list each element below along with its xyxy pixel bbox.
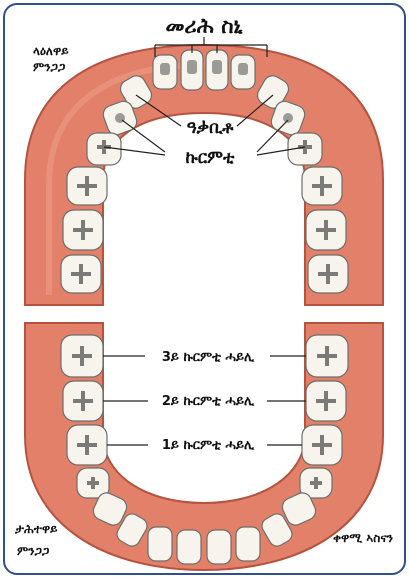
label-lower-jaw-1: ታሕተዋይ <box>15 522 58 536</box>
diagram-frame: መሪሕ ስኒ ላዕለዋይ ምንጋጋ ዓቃቢቶ ኩርምቲ 3ይ ኩርምቲ ሓይሊ … <box>3 3 406 575</box>
tooth <box>177 530 201 564</box>
label-upper-jaw-2: ምንጋጋ <box>33 60 66 74</box>
label-canine: ዓቃቢቶ <box>187 118 235 138</box>
label-molar-2: 2ይ ኩርምቲ ሓይሊ <box>162 394 255 409</box>
label-molar-1: 1ይ ኩርምቲ ሓይሊ <box>162 438 255 453</box>
dental-arch-diagram: መሪሕ ስኒ ላዕለዋይ ምንጋጋ ዓቃቢቶ ኩርምቲ 3ይ ኩርምቲ ሓይሊ … <box>5 5 404 573</box>
label-incisors: መሪሕ ስኒ <box>165 14 243 38</box>
label-molar-3: 3ይ ኩርምቲ ሓይሊ <box>162 350 255 365</box>
tooth <box>207 530 231 564</box>
tooth <box>236 527 260 561</box>
label-lower-jaw-2: ምንጋጋ <box>17 544 50 558</box>
label-upper-jaw-1: ላዕለዋይ <box>33 44 69 58</box>
tooth <box>148 527 172 561</box>
label-permanent-teeth: ቀዋሚ ኣስናን <box>333 531 393 545</box>
label-premolars: ኩርምቲ <box>186 148 235 168</box>
